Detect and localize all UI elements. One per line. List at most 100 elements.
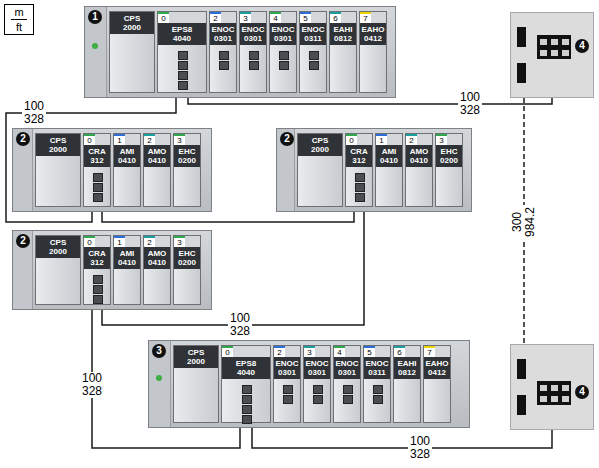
ethernet-port — [242, 385, 252, 394]
callout-number: 3 — [152, 344, 166, 358]
io-module: 6EAHI 0812 — [393, 345, 421, 423]
ethernet-port — [93, 285, 103, 294]
io-module: CPS 2000 — [109, 11, 155, 93]
fraction-bar — [11, 19, 27, 20]
module-name: AMI 0410 — [114, 145, 140, 167]
module-name: AMO 0410 — [406, 145, 432, 167]
ethernet-port — [283, 395, 293, 404]
module-face — [36, 258, 80, 304]
io-module: 4ENOC 0301 — [333, 345, 361, 423]
unit-label: m — [5, 6, 33, 18]
cable-length: 100 328 — [228, 312, 252, 338]
module-face — [300, 45, 326, 92]
slot-number: 4 — [334, 346, 345, 357]
switch-port — [551, 39, 558, 45]
module-face — [174, 368, 218, 422]
io-module: 4ENOC 0301 — [269, 11, 297, 93]
network-switch: 4 — [510, 12, 594, 98]
module-name: ENOC 0301 — [274, 357, 300, 379]
module-name: EHC 0200 — [436, 145, 462, 167]
ethernet-port — [313, 385, 323, 394]
switch-port — [551, 385, 558, 391]
ethernet-port — [355, 183, 365, 192]
slot-number: 2 — [144, 236, 155, 247]
io-module: CPS 2000 — [35, 133, 81, 207]
callout-number: 2 — [16, 234, 30, 248]
slot-number: 1 — [114, 134, 125, 145]
ethernet-port — [355, 173, 365, 182]
module-face — [222, 379, 270, 422]
module-face — [84, 269, 110, 304]
io-module: 0EPS8 4040 — [157, 11, 207, 93]
ethernet-port — [178, 51, 188, 60]
io-module: 1AMI 0410 — [375, 133, 403, 207]
slot-number: 1 — [376, 134, 387, 145]
ethernet-port — [93, 193, 103, 202]
switch-slot — [517, 359, 526, 379]
io-module: 2ENOC 0301 — [273, 345, 301, 423]
ethernet-cable — [6, 93, 176, 222]
io-module: 0CRA 312 — [83, 235, 111, 305]
module-name: CRA 312 — [84, 145, 110, 167]
ethernet-port — [313, 395, 323, 404]
io-module: 3ENOC 0301 — [303, 345, 331, 423]
io-module: 3EHC 0200 — [173, 133, 201, 207]
module-face — [158, 45, 206, 92]
module-name: ENOC 0301 — [270, 23, 296, 45]
module-name: EAHI 0812 — [394, 357, 420, 379]
module-face — [330, 45, 356, 92]
cable-length: 100 328 — [408, 435, 432, 461]
io-module: CPS 2000 — [35, 235, 81, 305]
switch-port — [551, 396, 558, 402]
io-module: 2ENOC 0301 — [209, 11, 237, 93]
status-led — [156, 375, 162, 381]
slot-number: 0 — [84, 236, 95, 247]
module-name: ENOC 0301 — [240, 23, 266, 45]
ethernet-port — [178, 81, 188, 90]
ethernet-port — [219, 61, 229, 70]
callout-number: 4 — [575, 39, 589, 53]
io-module: 7EAHO 0412 — [359, 11, 387, 93]
ethernet-port — [279, 51, 289, 60]
module-face — [364, 379, 390, 422]
ethernet-port — [242, 415, 252, 424]
module-name: AMI 0410 — [376, 145, 402, 167]
cable-length: 100 328 — [458, 91, 482, 117]
network-switch: 4 — [510, 344, 594, 430]
switch-port — [540, 50, 547, 56]
module-name: EAHO 0412 — [360, 23, 386, 45]
slot-number: 3 — [436, 134, 447, 145]
module-name: ENOC 0311 — [300, 23, 326, 45]
module-face — [394, 379, 420, 422]
module-face — [334, 379, 360, 422]
ethernet-port — [249, 61, 259, 70]
module-face — [210, 45, 236, 92]
slot-number: 1 — [114, 236, 125, 247]
io-module: 5ENOC 0311 — [363, 345, 391, 423]
io-module: 5ENOC 0311 — [299, 11, 327, 93]
slot-number: 3 — [240, 12, 251, 23]
ethernet-port — [373, 395, 383, 404]
io-module: 3EHC 0200 — [173, 235, 201, 305]
ethernet-port — [93, 173, 103, 182]
switch-port — [562, 385, 569, 391]
slot-number: 3 — [174, 236, 185, 247]
module-face — [376, 167, 402, 206]
io-module: CPS 2000 — [297, 133, 343, 207]
io-module: 1AMI 0410 — [113, 133, 141, 207]
ethernet-port — [242, 405, 252, 414]
callout-number: 4 — [575, 385, 589, 399]
ethernet-port — [279, 61, 289, 70]
slot-number: 5 — [364, 346, 375, 357]
slot-number: 7 — [424, 346, 435, 357]
ethernet-port — [355, 193, 365, 202]
module-name: ENOC 0301 — [334, 357, 360, 379]
module-rack: 1CPS 20000EPS8 40402ENOC 03013ENOC 03014… — [84, 6, 396, 98]
module-name: CPS 2000 — [36, 134, 80, 156]
switch-port — [562, 50, 569, 56]
module-face — [436, 167, 462, 206]
module-name: AMO 0410 — [144, 145, 170, 167]
io-module: 3ENOC 0301 — [239, 11, 267, 93]
cable-length: 100 328 — [22, 100, 46, 126]
